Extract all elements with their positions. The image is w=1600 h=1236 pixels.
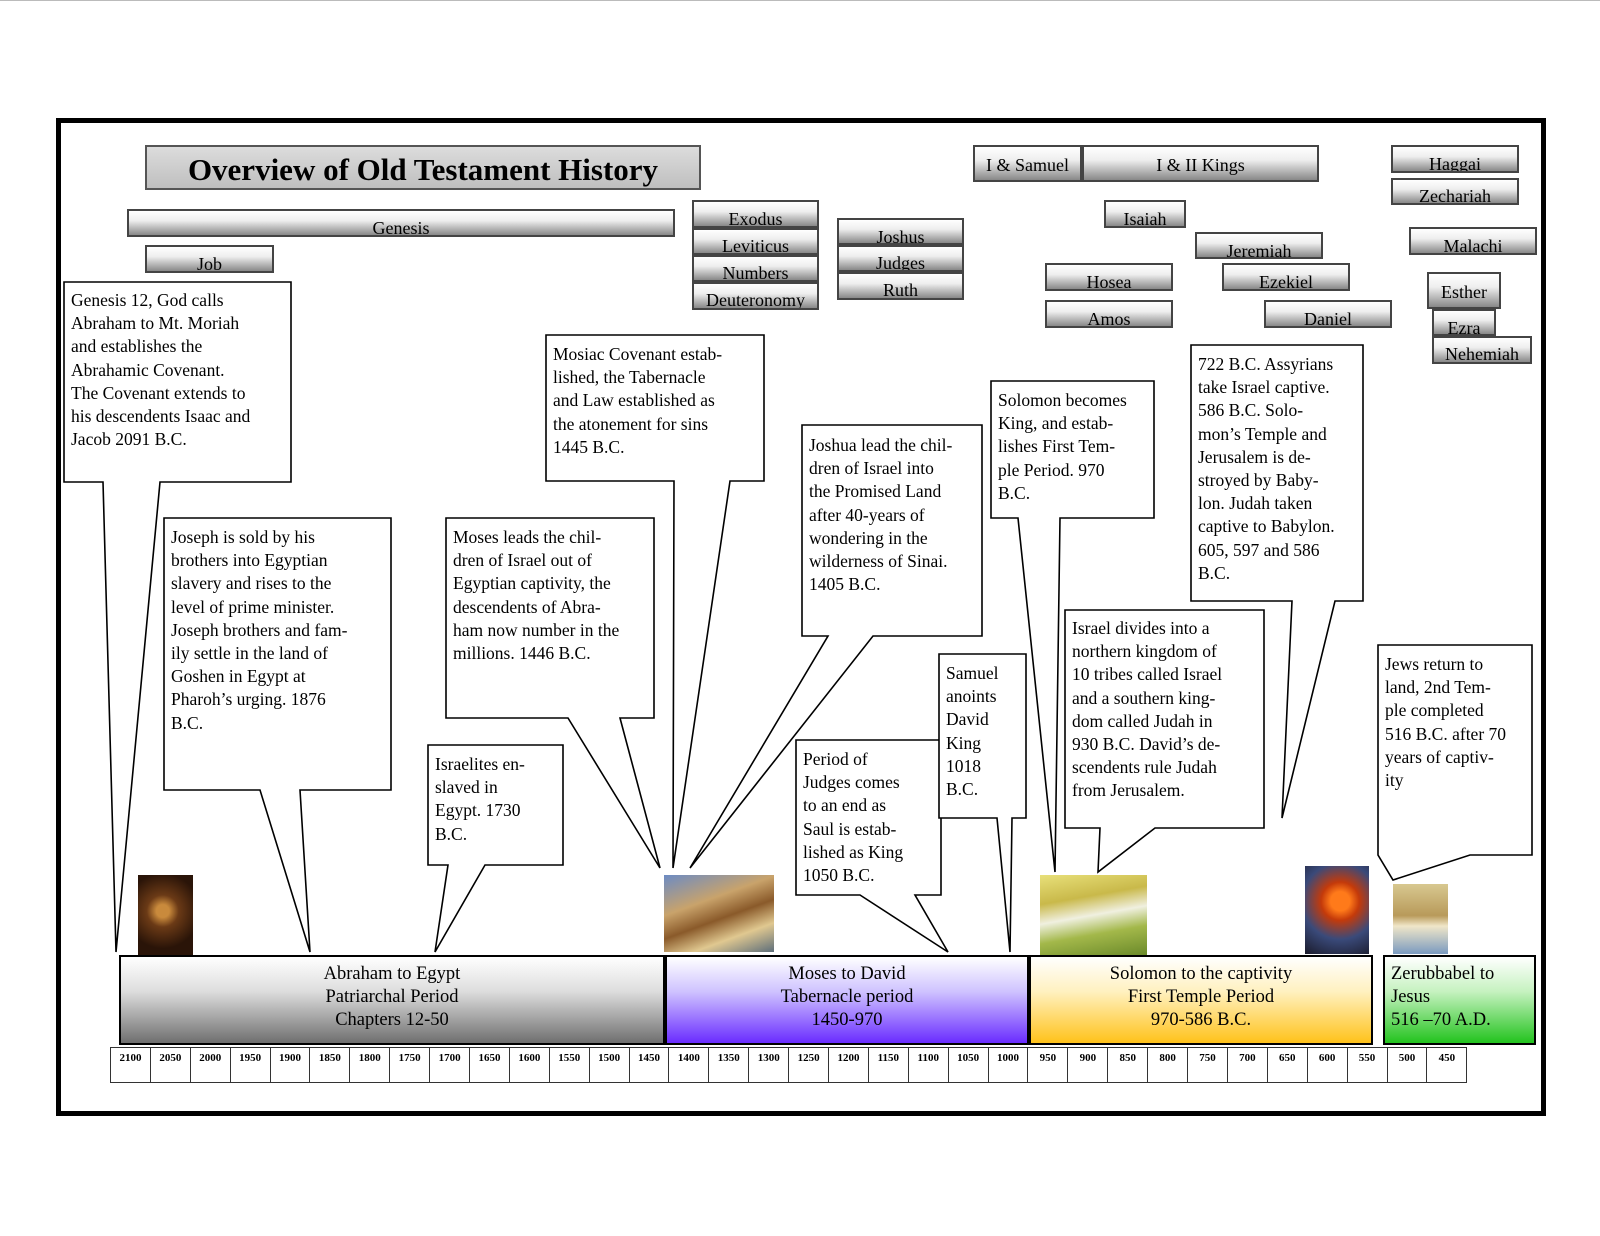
year-tick: 1000 (989, 1048, 1029, 1082)
book-zechariah: Zechariah (1391, 178, 1519, 205)
year-tick: 1650 (470, 1048, 510, 1082)
book-isaiah: Isaiah (1104, 200, 1186, 228)
book-judges: Judges (837, 245, 964, 272)
year-tick: 1050 (949, 1048, 989, 1082)
book-daniel: Daniel (1264, 300, 1392, 328)
page-title: Overview of Old Testament History (145, 145, 701, 190)
year-tick: 1700 (430, 1048, 471, 1082)
second-temple-image (1393, 884, 1448, 954)
book-malachi: Malachi (1409, 227, 1537, 255)
first-temple-image (1040, 875, 1147, 955)
year-tick: 1450 (630, 1048, 670, 1082)
book-ruth: Ruth (837, 272, 964, 300)
year-tick: 950 (1028, 1048, 1069, 1082)
year-tick: 1500 (590, 1048, 630, 1082)
year-tick: 2100 (111, 1048, 151, 1082)
book-joshua: Joshus (837, 218, 964, 245)
book-job: Job (145, 245, 274, 273)
book-ezekiel: Ezekiel (1222, 263, 1350, 291)
year-tick: 1250 (789, 1048, 830, 1082)
year-tick: 2000 (191, 1048, 231, 1082)
book-leviticus: Leviticus (692, 228, 819, 255)
book-deuteronomy: Deuteronomy (692, 282, 819, 310)
book-haggai: Haggai (1391, 145, 1519, 173)
temple-destruction-image (1305, 866, 1369, 954)
year-tick: 1400 (669, 1048, 710, 1082)
year-tick: 1950 (231, 1048, 271, 1082)
year-tick: 600 (1308, 1048, 1348, 1082)
book-numbers: Numbers (692, 255, 819, 282)
book-exodus: Exodus (692, 200, 819, 228)
year-tick: 1900 (271, 1048, 311, 1082)
book-hosea: Hosea (1045, 263, 1173, 291)
book-esther: Esther (1427, 272, 1501, 309)
year-tick: 1750 (390, 1048, 431, 1082)
year-tick: 1350 (709, 1048, 750, 1082)
year-tick: 450 (1427, 1048, 1468, 1082)
year-tick: 1100 (909, 1048, 949, 1082)
book-genesis: Genesis (127, 209, 675, 237)
book-jeremiah: Jeremiah (1195, 232, 1323, 259)
book-amos: Amos (1045, 300, 1173, 328)
year-tick: 1200 (829, 1048, 869, 1082)
book-nehemiah: Nehemiah (1432, 336, 1532, 364)
top-rule (0, 0, 1600, 1)
year-tick: 2050 (151, 1048, 191, 1082)
year-tick: 1800 (350, 1048, 391, 1082)
book-kings: I & II Kings (1082, 145, 1319, 182)
abraham-sacrifice-image (138, 875, 193, 955)
year-tick: 650 (1268, 1048, 1308, 1082)
year-tick: 1300 (749, 1048, 790, 1082)
year-tick: 750 (1188, 1048, 1228, 1082)
note-moses: Moses leads the chil-dren of Israel out … (453, 527, 620, 664)
book-ezra: Ezra (1432, 309, 1496, 336)
year-tick: 1150 (869, 1048, 909, 1082)
note-mosaic: Mosiac Covenant estab-lished, the Tabern… (553, 344, 723, 457)
tabernacle-image (664, 875, 774, 952)
book-samuel: I & Samuel (973, 145, 1082, 182)
note-joshua: Joshua lead the chil-dren of Israel into… (809, 435, 953, 595)
year-tick: 850 (1108, 1048, 1149, 1082)
year-tick: 800 (1148, 1048, 1189, 1082)
year-tick: 1550 (550, 1048, 590, 1082)
year-tick: 700 (1228, 1048, 1268, 1082)
year-tick: 1850 (310, 1048, 351, 1082)
year-tick: 1600 (510, 1048, 550, 1082)
year-tick: 900 (1068, 1048, 1109, 1082)
year-tick: 500 (1388, 1048, 1428, 1082)
year-tick: 550 (1348, 1048, 1388, 1082)
